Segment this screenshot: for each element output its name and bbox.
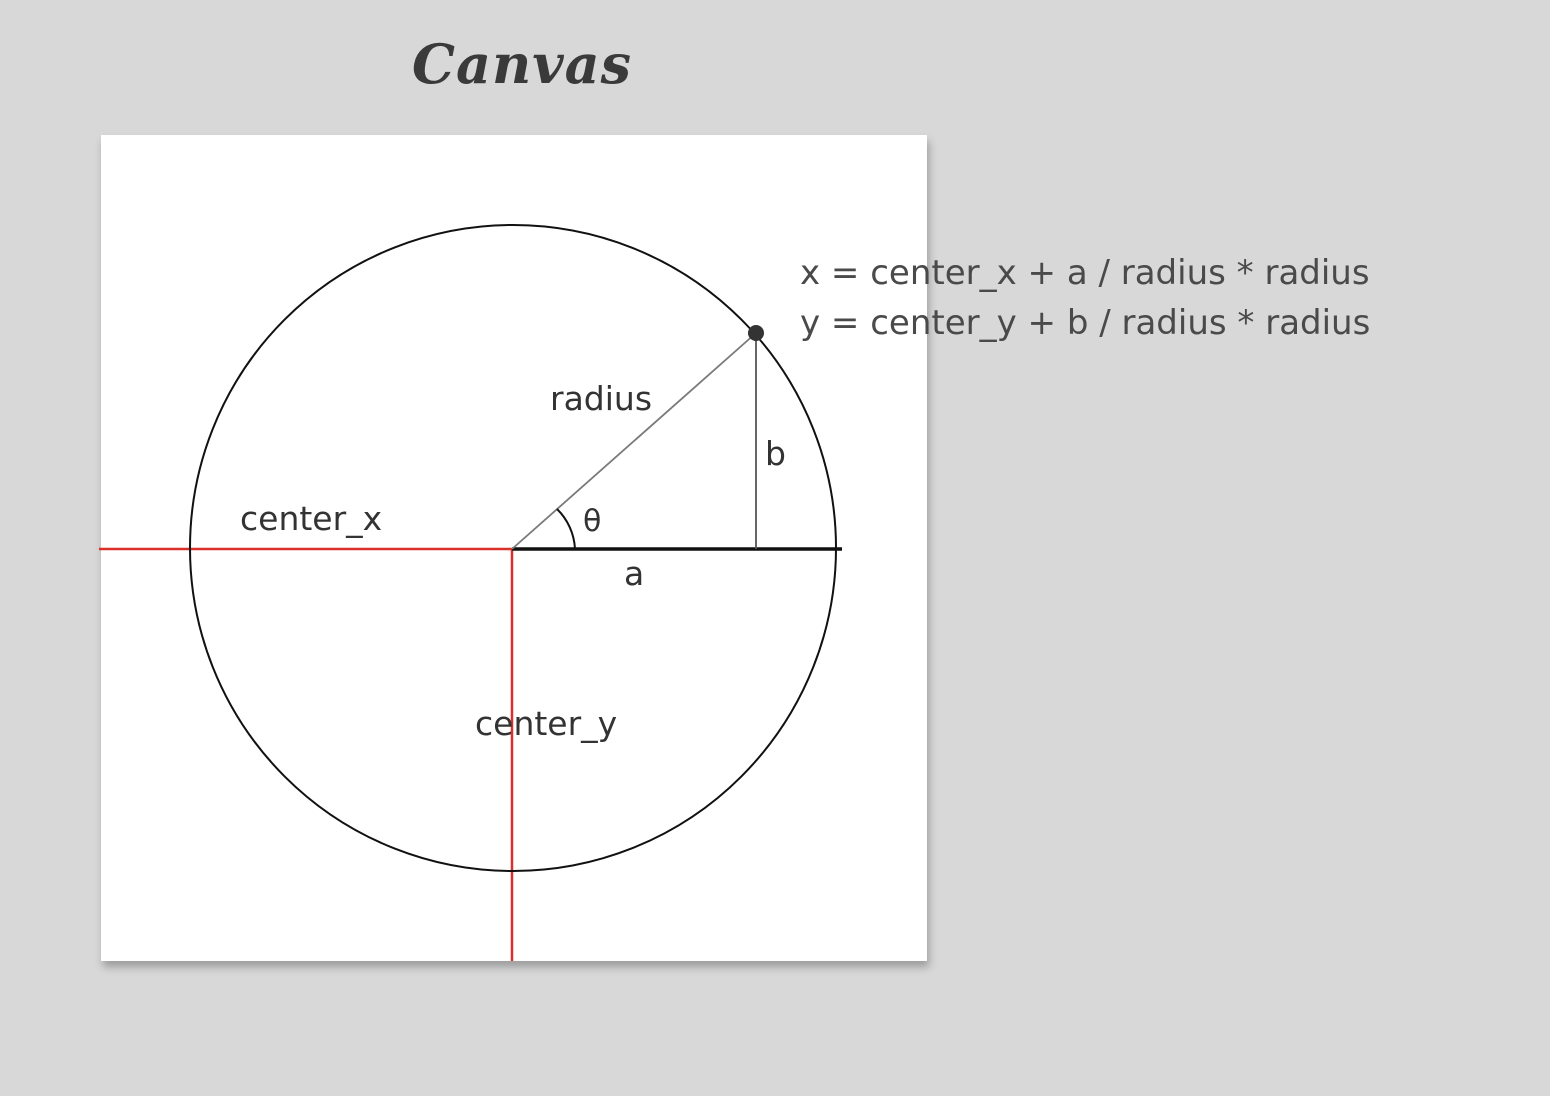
formula-x: x = center_x + a / radius * radius: [800, 253, 1370, 293]
point-on-circle: [748, 325, 764, 341]
center-y-label: center_y: [475, 704, 617, 743]
canvas-title: Canvas: [412, 32, 632, 96]
theta-label: θ: [583, 504, 601, 539]
formula-y: y = center_y + b / radius * radius: [800, 303, 1370, 343]
a-label: a: [624, 554, 644, 593]
radius-label: radius: [550, 379, 652, 418]
b-label: b: [765, 434, 786, 473]
theta-arc: [556, 508, 576, 550]
center-x-label: center_x: [240, 499, 382, 538]
radius-line: [511, 332, 757, 550]
